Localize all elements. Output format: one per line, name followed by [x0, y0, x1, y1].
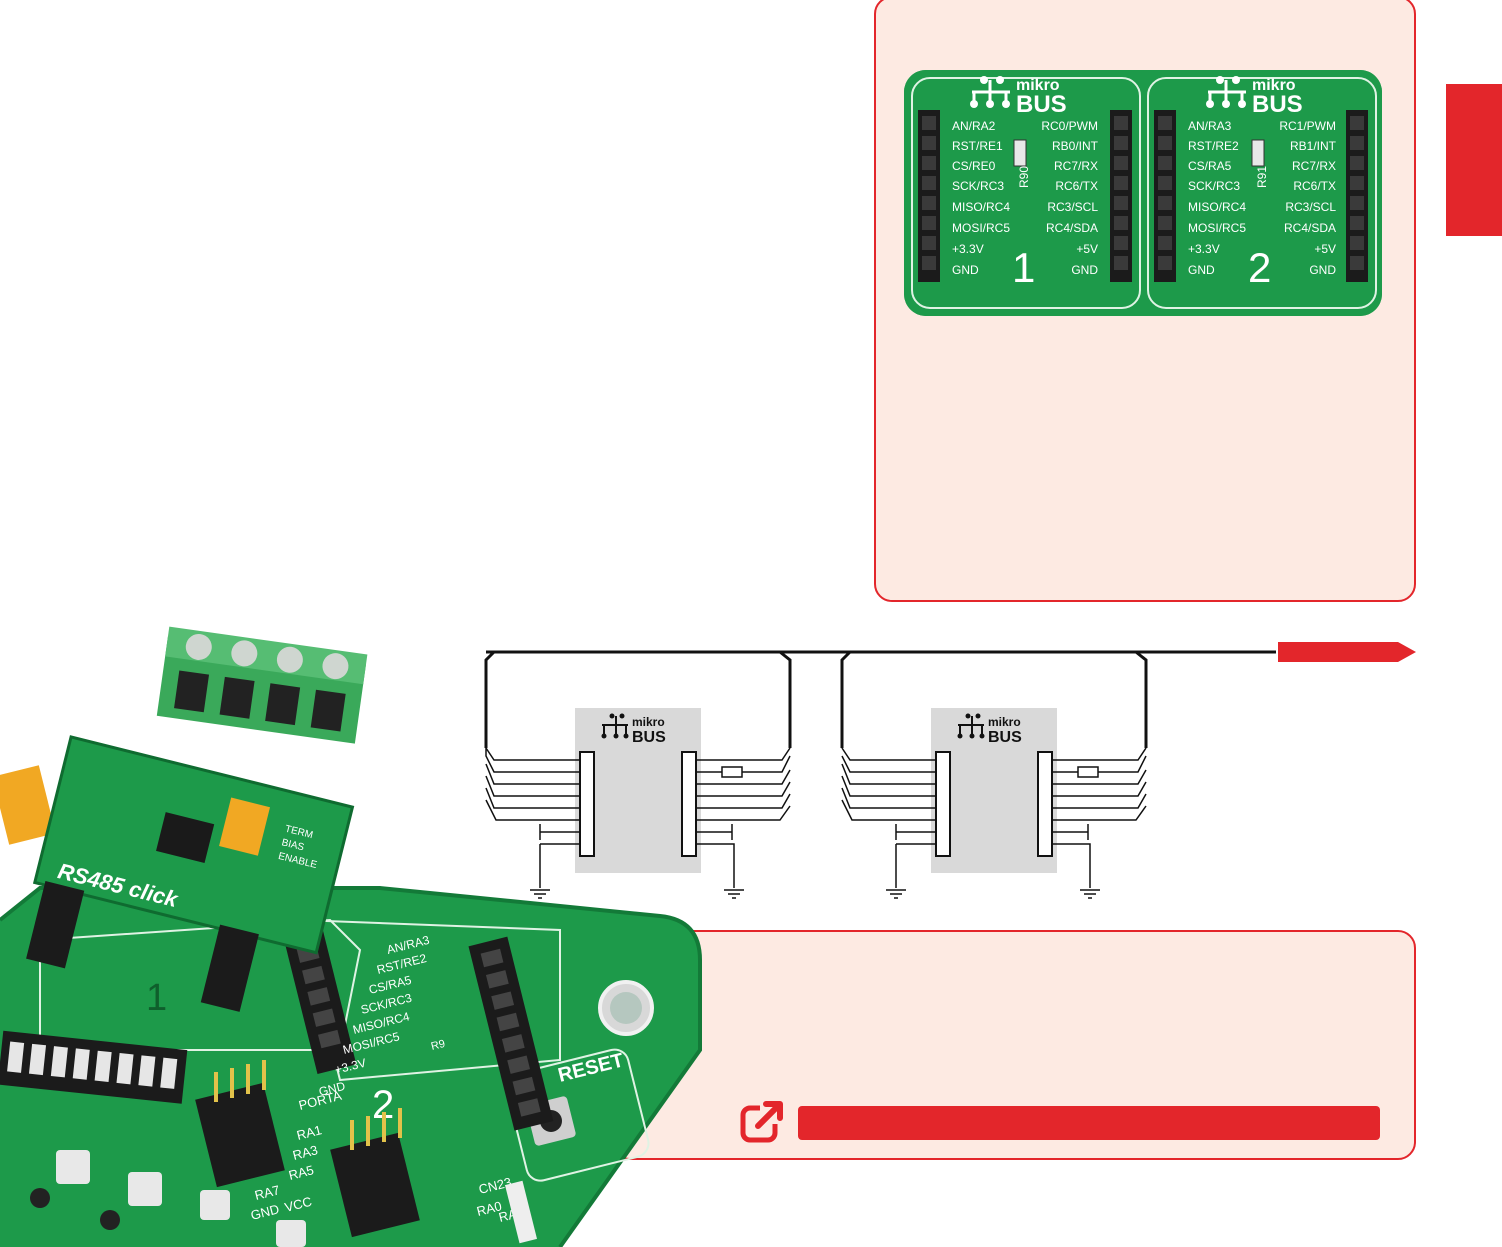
pin-label: GND — [1309, 263, 1336, 277]
resistor-label: R90 — [1017, 166, 1031, 188]
board-label: RA0 — [475, 1198, 503, 1219]
pin-label: GND — [952, 263, 979, 277]
mikrobus-logo-icon — [1206, 76, 1246, 108]
pin-label: RC1/PWM — [1279, 119, 1336, 133]
mikrobus-logo-icon — [957, 713, 985, 739]
mikrobus-sockets-photo: mikro BUS mikro BUS AN/RA2 RST/RE1 CS/RE… — [904, 70, 1382, 316]
resistor-label: R91 — [1255, 166, 1269, 188]
development-board-photo: RESET AN/RA3 RST/RE2 CS/RA5 SCK/RC3 MISO… — [0, 626, 702, 1247]
pin-label: MISO/RC4 — [1188, 200, 1246, 214]
board-label: BIAS — [280, 837, 305, 853]
pin-label: +3.3V — [1188, 242, 1220, 256]
board-label: RA1 — [295, 1122, 323, 1143]
ground-icon — [886, 889, 906, 899]
board-label: RA3 — [291, 1142, 319, 1163]
schematic-logo-mikro: mikro — [632, 715, 665, 729]
pin-label: +3.3V — [952, 242, 984, 256]
pin-label: RC3/SCL — [1285, 200, 1336, 214]
logo-bus-2: BUS — [1252, 91, 1303, 118]
logo-bus-1: BUS — [1016, 91, 1067, 118]
pin-label: CS/RE0 — [952, 159, 996, 173]
mikrobus-schematic: mikro BUS mikro BUS — [484, 642, 1416, 899]
pin-label: RST/RE2 — [1188, 139, 1239, 153]
pin-label: RC0/PWM — [1041, 119, 1098, 133]
board-label: VCC — [283, 1194, 313, 1215]
board-label: R9 — [430, 1038, 447, 1053]
pin-label: RC3/SCL — [1047, 200, 1098, 214]
mikrobus-logo-icon — [601, 713, 629, 739]
pin-label: +5V — [1314, 242, 1336, 256]
external-link-icon[interactable] — [740, 1098, 786, 1144]
socket-number-1: 1 — [146, 977, 167, 1019]
pin-label: RC7/RX — [1054, 159, 1098, 173]
ground-icon — [724, 889, 744, 899]
pin-label: +5V — [1076, 242, 1098, 256]
ground-icon — [1080, 889, 1100, 899]
socket-number-2: 2 — [1248, 244, 1271, 291]
board-label: GND — [249, 1201, 281, 1223]
pin-label: GND — [1071, 263, 1098, 277]
mikrobus-logo-icon — [970, 76, 1010, 108]
pin-label: SCK/RC3 — [1188, 179, 1240, 193]
pin-label: AN/RA2 — [952, 119, 996, 133]
pin-label: MOSI/RC5 — [1188, 221, 1246, 235]
pin-label: RC4/SDA — [1284, 221, 1336, 235]
pin-label: CS/RA5 — [1188, 159, 1232, 173]
pin-label: GND — [1188, 263, 1215, 277]
pin-label: SCK/RC3 — [952, 179, 1004, 193]
socket-number-1: 1 — [1012, 244, 1035, 291]
pin-label: MISO/RC4 — [952, 200, 1010, 214]
pin-label: RC6/TX — [1293, 179, 1336, 193]
pin-label: MOSI/RC5 — [952, 221, 1010, 235]
pin-label: RC6/TX — [1055, 179, 1098, 193]
schematic-logo-mikro: mikro — [988, 715, 1021, 729]
pin-label: RB1/INT — [1290, 139, 1337, 153]
logo-mikro-2: mikro — [1252, 77, 1296, 94]
pin-label: RC4/SDA — [1046, 221, 1098, 235]
pin-label: RB0/INT — [1052, 139, 1099, 153]
schematic-logo-bus: BUS — [988, 729, 1022, 746]
pin-label: RC7/RX — [1292, 159, 1336, 173]
link-bar[interactable] — [798, 1106, 1380, 1140]
arrow-icon — [1278, 642, 1416, 662]
ground-icon — [530, 889, 550, 899]
board-label: RA7 — [253, 1182, 281, 1203]
logo-mikro-1: mikro — [1016, 77, 1060, 94]
pin-label: RST/RE1 — [952, 139, 1003, 153]
pin-label: GND — [317, 1079, 347, 1099]
pin-label: AN/RA3 — [1188, 119, 1232, 133]
socket-number-2: 2 — [372, 1083, 394, 1127]
section-tab — [1446, 84, 1502, 236]
board-label: RA5 — [287, 1162, 315, 1183]
schematic-logo-bus: BUS — [632, 729, 666, 746]
